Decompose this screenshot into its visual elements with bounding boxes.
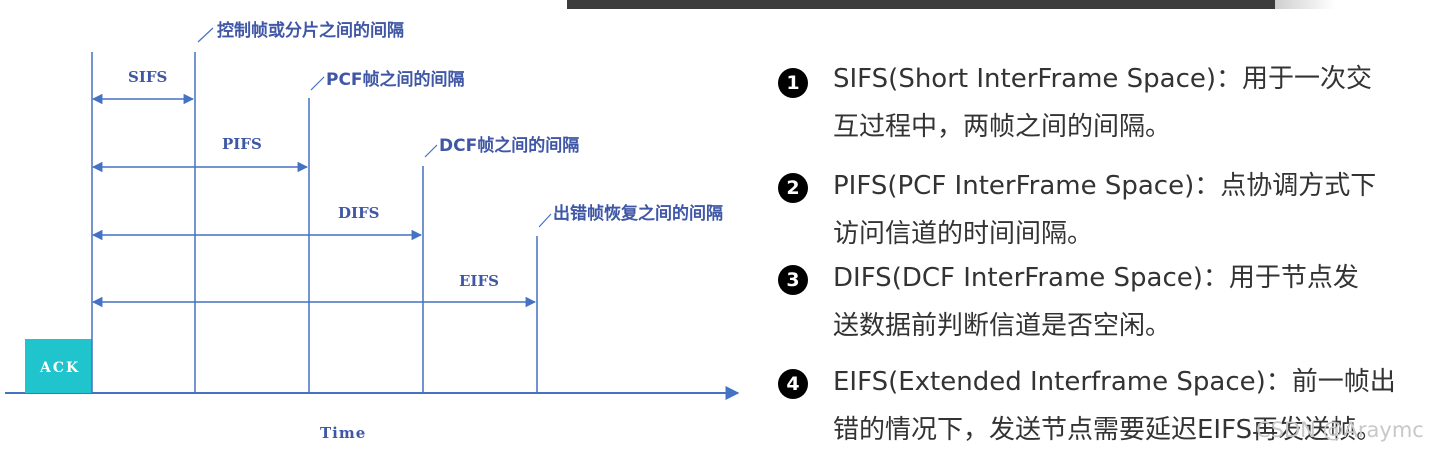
- definition-line-2: 错的情况下，发送节点需要延迟EIFS再发送帧。: [833, 415, 1383, 445]
- definition-line-2: 送数据前判断信道是否空闲。: [833, 311, 1172, 341]
- interframe-space-diagram: Time ACK SIFS 控制帧或分片之间的间隔 PIFS PCF帧之间的间隔…: [5, 20, 740, 442]
- top-image-strip-fade: [1275, 0, 1335, 9]
- definition-line-1: DIFS(DCF InterFrame Space)：用于节点发: [833, 263, 1359, 293]
- number-badge: 1: [778, 68, 808, 98]
- definition-line-2: 访问信道的时间间隔。: [833, 219, 1094, 249]
- time-axis-label: Time: [320, 424, 366, 442]
- number-badge: 3: [778, 265, 808, 295]
- pifs-callout-line: [310, 76, 325, 91]
- pifs-label: PIFS: [222, 135, 262, 153]
- ack-box: [25, 339, 92, 393]
- number-badge: 4: [778, 369, 808, 399]
- eifs-label: EIFS: [459, 272, 499, 290]
- definition-line-1: SIFS(Short InterFrame Space)：用于一次交: [833, 64, 1373, 94]
- sifs-callout-line: [197, 27, 214, 43]
- difs-callout-line: [424, 144, 438, 158]
- definition-line-2: 互过程中，两帧之间的间隔。: [833, 112, 1172, 142]
- number-badge: 2: [778, 173, 808, 203]
- sifs-label: SIFS: [128, 68, 167, 86]
- definition-line-1: EIFS(Extended Interframe Space)：前一帧出: [833, 367, 1396, 397]
- top-image-strip: [567, 0, 1275, 9]
- ack-label: ACK: [39, 360, 80, 376]
- eifs-callout-line: [538, 213, 552, 228]
- eifs-annotation: 出错帧恢复之间的间隔: [553, 203, 723, 224]
- sifs-annotation: 控制帧或分片之间的间隔: [217, 20, 404, 41]
- difs-annotation: DCF帧之间的间隔: [439, 135, 579, 156]
- pifs-annotation: PCF帧之间的间隔: [326, 69, 465, 90]
- watermark: CSDN @Araymc: [1256, 418, 1424, 442]
- difs-label: DIFS: [338, 204, 380, 222]
- definition-line-1: PIFS(PCF InterFrame Space)：点协调方式下: [833, 171, 1377, 201]
